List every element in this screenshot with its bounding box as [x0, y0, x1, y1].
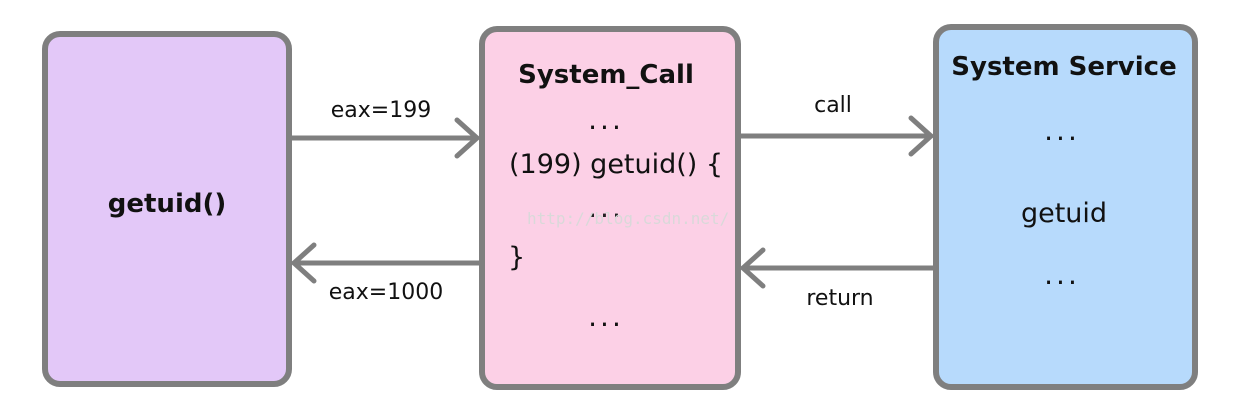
system-call-box	[479, 26, 741, 390]
arrow-eax-1000	[291, 242, 482, 284]
edge-label-eax-199: eax=199	[330, 98, 432, 123]
arrow-call	[738, 115, 934, 157]
system-call-dots-top: ...	[588, 103, 624, 136]
system-service-dots-bottom: ...	[1044, 258, 1080, 291]
system-service-title: System Service	[951, 52, 1177, 82]
system-call-line-body: ...	[588, 191, 624, 224]
edge-label-eax-1000: eax=1000	[328, 280, 444, 305]
system-call-title: System_Call	[518, 60, 694, 90]
system-service-item: getuid	[1020, 198, 1108, 229]
getuid-box	[42, 31, 292, 387]
system-call-line-close: }	[508, 242, 526, 273]
arrow-eax-199	[289, 117, 480, 159]
system-service-box	[933, 24, 1198, 390]
edge-label-return: return	[806, 286, 874, 311]
getuid-label: getuid()	[107, 189, 227, 219]
system-call-dots-bottom: ...	[588, 300, 624, 333]
system-call-line-call: (199) getuid() {	[509, 149, 724, 180]
arrow-return	[740, 247, 936, 289]
system-service-dots-top: ...	[1044, 114, 1080, 147]
watermark: http://blog.csdn.net/	[527, 209, 730, 228]
edge-label-call: call	[814, 93, 852, 118]
